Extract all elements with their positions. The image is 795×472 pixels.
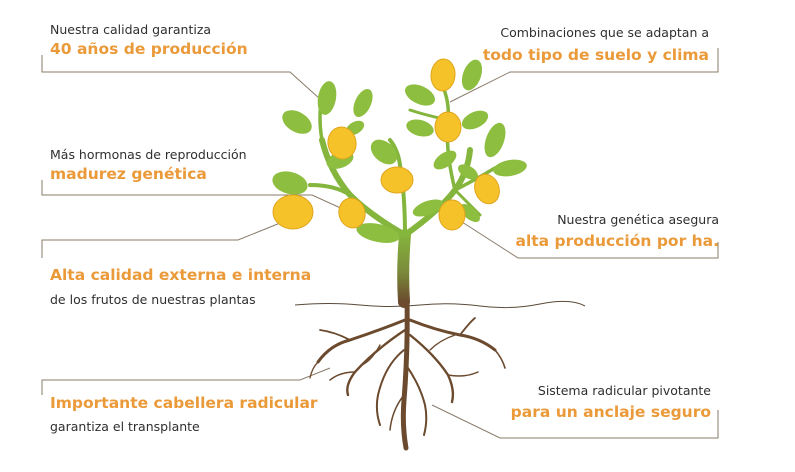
leaf [412, 199, 444, 217]
leaf [433, 150, 457, 170]
ground-line [294, 300, 586, 309]
leaf [461, 59, 483, 91]
lemon [474, 173, 500, 205]
label-production-years-title: 40 años de producción [50, 40, 248, 58]
lemon [430, 58, 456, 92]
lemons [272, 58, 500, 231]
label-soil-climate-title: todo tipo de suelo y clima [482, 46, 709, 64]
leaf [458, 164, 478, 180]
lemon [434, 111, 462, 143]
leaf [405, 84, 435, 106]
lemon [338, 197, 366, 229]
leaf [272, 171, 308, 195]
leader-line-tr1 [449, 48, 719, 103]
leader-line-tl4 [41, 367, 331, 395]
label-soil-climate-caption: Combinaciones que se adaptan a [500, 25, 709, 40]
leaf [461, 110, 489, 130]
leaf [484, 122, 506, 158]
label-root-hair-caption: garantiza el transplante [50, 419, 200, 434]
leaf [406, 119, 434, 137]
lemon [380, 166, 414, 194]
leader-line-tr3 [431, 404, 719, 439]
label-fruit-quality-caption: de los frutos de nuestras plantas [50, 292, 256, 307]
roots [309, 297, 506, 451]
leader-line-tl1 [41, 55, 331, 109]
lemon [272, 194, 314, 230]
label-high-production-title: alta producción por ha. [515, 232, 720, 250]
lemon [327, 126, 357, 160]
leader-line-tl3 [41, 214, 301, 258]
leaf [493, 159, 527, 177]
leader-line-tl2 [41, 180, 346, 211]
leader-lines [41, 48, 719, 439]
leaf [370, 139, 398, 165]
leaf [460, 204, 480, 222]
label-high-production-caption: Nuestra genética asegura [557, 212, 719, 227]
label-genetic-maturity-caption: Más hormonas de reproducción [50, 147, 247, 162]
label-taproot-caption: Sistema radicular pivotante [537, 383, 711, 398]
label-fruit-quality-title: Alta calidad externa e interna [50, 266, 312, 284]
leaf [282, 110, 312, 134]
lemon [438, 199, 466, 231]
label-production-years-caption: Nuestra calidad garantiza [50, 22, 212, 37]
label-taproot-title: para un anclaje seguro [510, 403, 711, 421]
label-root-hair-title: Importante cabellera radicular [50, 394, 318, 412]
leaf [317, 81, 337, 115]
label-genetic-maturity-title: madurez genética [50, 165, 207, 183]
leaf [353, 88, 373, 118]
leaf [356, 223, 400, 243]
leaves [272, 59, 527, 243]
leader-line-tr2 [461, 221, 719, 259]
